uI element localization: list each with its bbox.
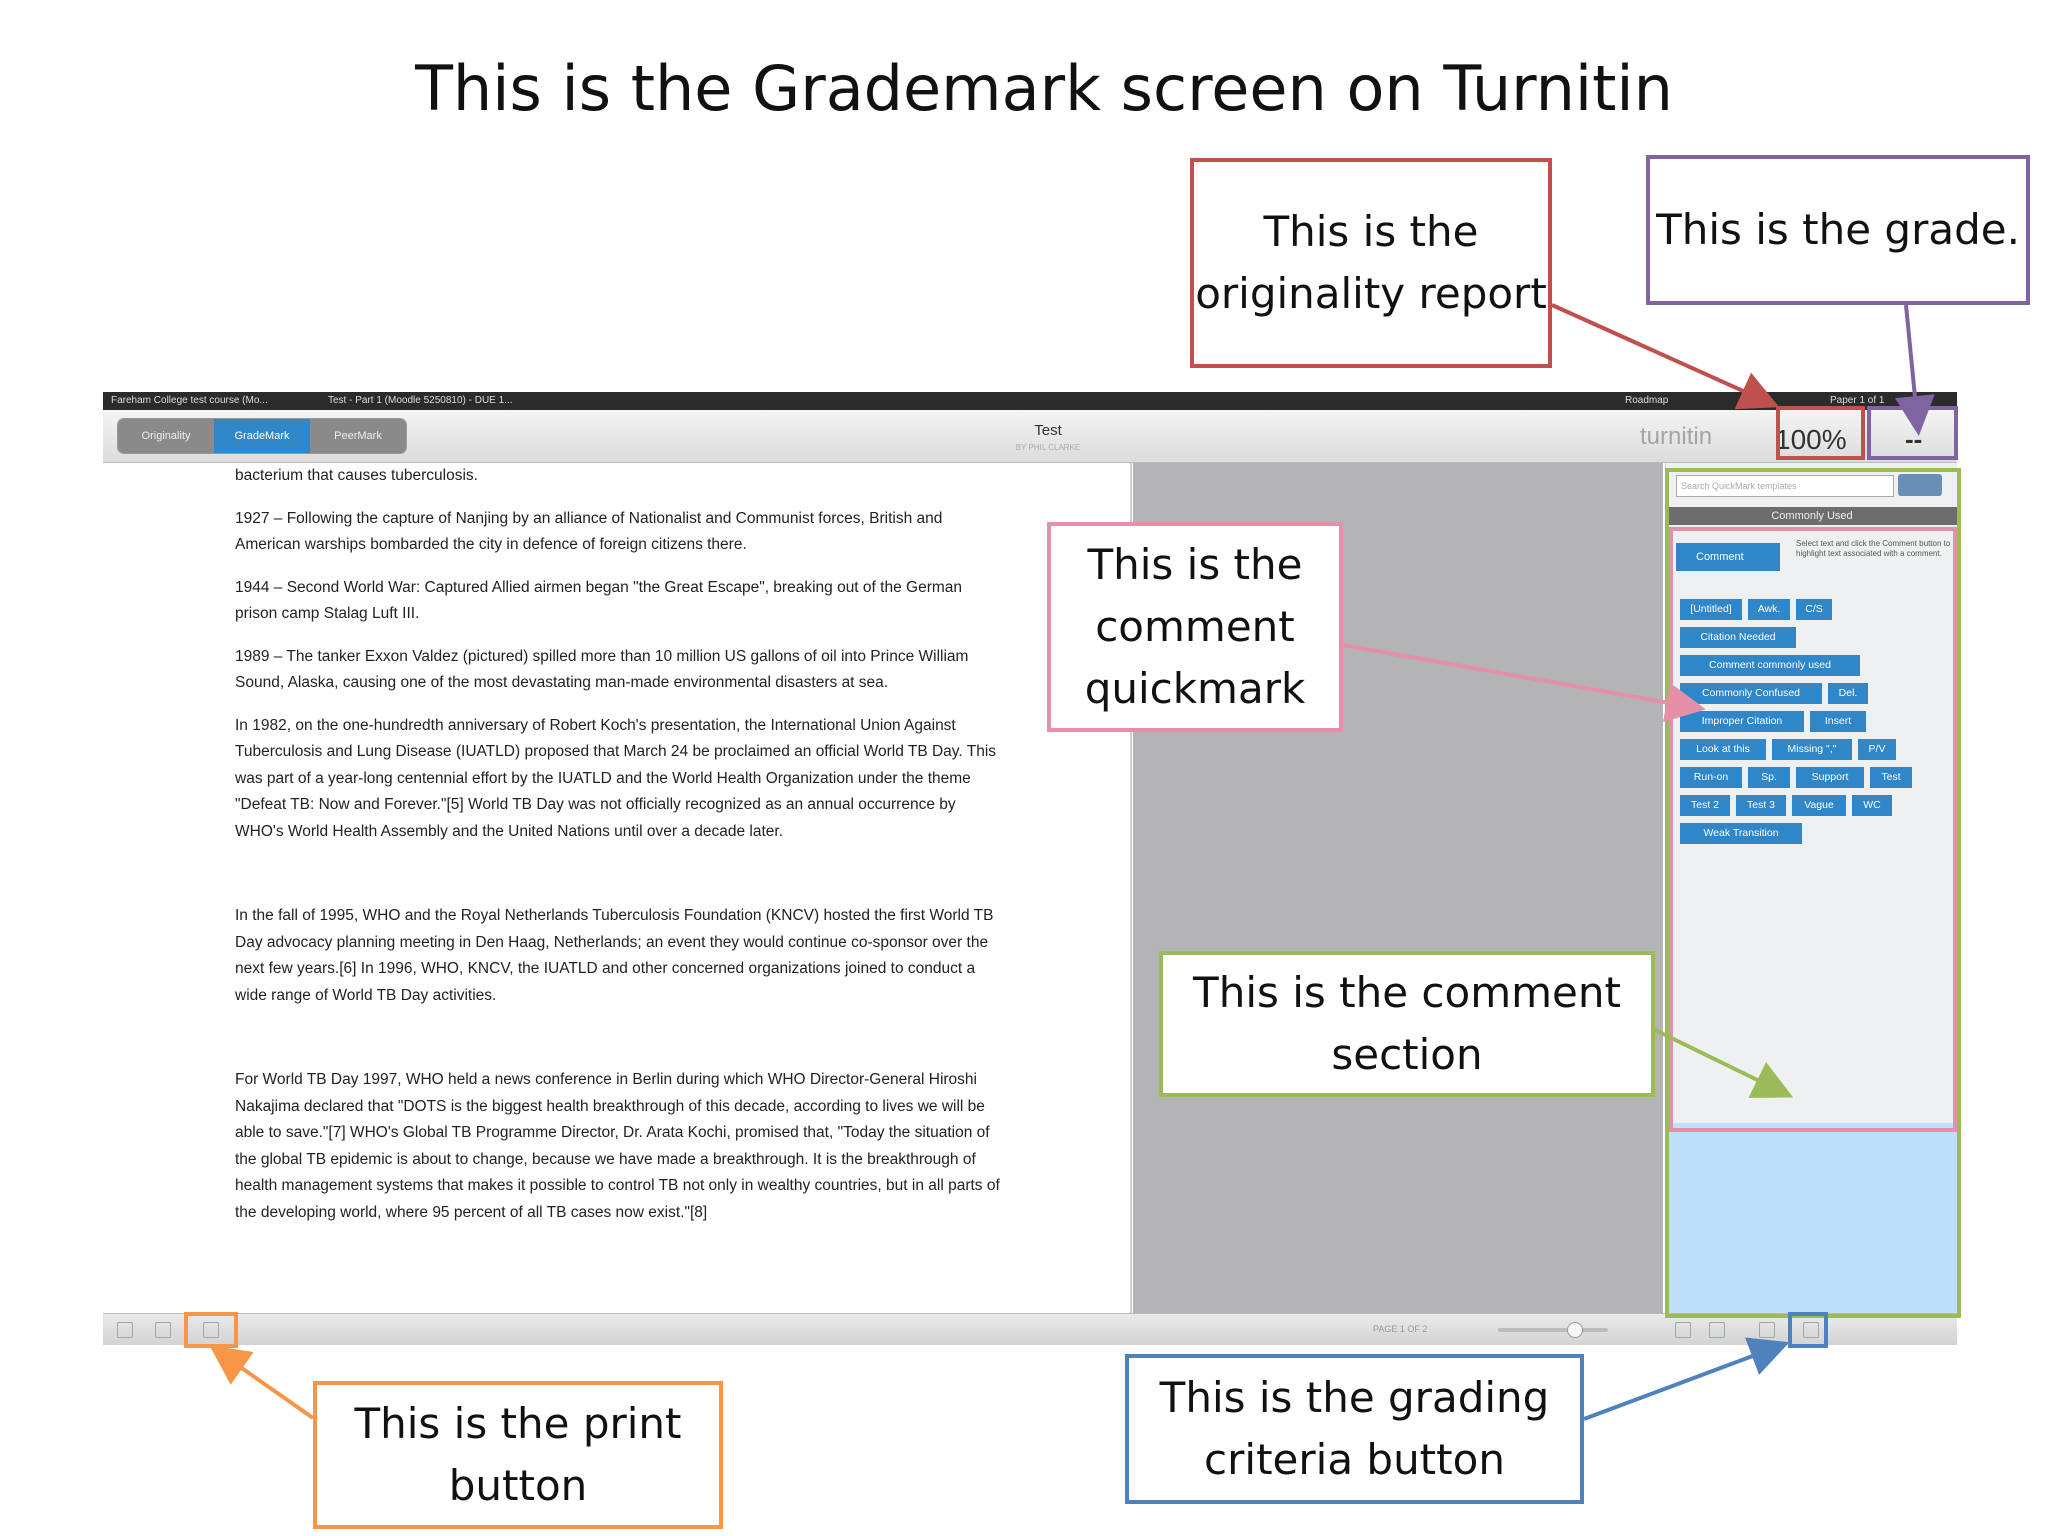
paragraph: For World TB Day 1997, WHO held a news c… xyxy=(235,1071,1000,1221)
top-nav-bar: Fareham College test course (Mo... Test … xyxy=(103,392,1957,410)
quickmark-sidebar: Search QuickMark templates Commonly Used… xyxy=(1665,463,1957,1313)
paragraph: 1989 – The tanker Exxon Valdez (pictured… xyxy=(235,647,969,692)
quickmark-support[interactable]: Support xyxy=(1796,767,1864,788)
zoom-slider-handle[interactable] xyxy=(1567,1322,1583,1338)
download-icon[interactable] xyxy=(155,1322,171,1338)
quickmark-untitled[interactable]: [Untitled] xyxy=(1680,599,1742,620)
originality-callout-text: This is the originality report xyxy=(1195,207,1547,318)
quickmark-del[interactable]: Del. xyxy=(1828,683,1868,704)
grade-callout: This is the grade. xyxy=(1646,155,2030,305)
arrow-comment-section xyxy=(1654,1028,1794,1098)
document-author: BY PHIL CLARKE xyxy=(1015,443,1081,452)
quickmark-run-on[interactable]: Run-on xyxy=(1680,767,1742,788)
quickmark-test-3[interactable]: Test 3 xyxy=(1736,795,1786,816)
quickmark-callout: This is the comment quickmark xyxy=(1047,522,1343,732)
quickmark-pv[interactable]: P/V xyxy=(1858,739,1896,760)
arrow-quickmark xyxy=(1342,643,1706,723)
grading-criteria-callout: This is the grading criteria button xyxy=(1125,1354,1584,1504)
paragraph: bacterium that causes tuberculosis. xyxy=(235,467,478,484)
paragraph: 1944 – Second World War: Captured Allied… xyxy=(235,578,963,623)
quickmark-vague[interactable]: Vague xyxy=(1792,795,1846,816)
quickmark-test-2[interactable]: Test 2 xyxy=(1680,795,1730,816)
paper-navigator[interactable]: Paper 1 of 1 xyxy=(1830,395,1885,406)
similarity-score-button[interactable]: 100% xyxy=(1775,424,1847,455)
quickmark-panel-icon[interactable] xyxy=(1675,1322,1691,1338)
arrow-grade xyxy=(1894,304,1935,436)
quickmark-look-at-this[interactable]: Look at this xyxy=(1680,739,1766,760)
print-callout-text: This is the print button xyxy=(354,1399,682,1510)
bottom-toolbar: PAGE 1 OF 2 xyxy=(103,1313,1957,1345)
paragraph: 1927 – Following the capture of Nanjing … xyxy=(235,509,943,554)
info-icon[interactable] xyxy=(117,1322,133,1338)
quickmark-search-button[interactable] xyxy=(1898,474,1942,496)
paragraph: In 1982, on the one-hundredth anniversar… xyxy=(235,716,997,840)
mode-peermark[interactable]: PeerMark xyxy=(310,419,406,453)
turnitin-logo: turnitin xyxy=(1640,423,1713,450)
quickmark-comment-commonly-used[interactable]: Comment commonly used xyxy=(1680,655,1860,676)
arrow-print xyxy=(209,1345,315,1420)
page-indicator: PAGE 1 OF 2 xyxy=(1373,1324,1428,1334)
quickmark-set-title[interactable]: Commonly Used xyxy=(1666,507,1957,525)
quickmark-sp[interactable]: Sp. xyxy=(1748,767,1790,788)
quickmark-improper-citation[interactable]: Improper Citation xyxy=(1680,711,1804,732)
print-callout: This is the print button xyxy=(313,1381,723,1529)
comment-section-callout-text: This is the comment section xyxy=(1193,968,1621,1079)
quickmark-highlight xyxy=(1669,527,1957,1132)
comment-section-panel[interactable] xyxy=(1666,1123,1957,1313)
paragraph: In the fall of 1995, WHO and the Royal N… xyxy=(235,907,994,1004)
general-comment-icon[interactable] xyxy=(1709,1322,1725,1338)
course-link[interactable]: Fareham College test course (Mo... xyxy=(111,395,268,406)
arrow-grading-criteria xyxy=(1583,1337,1790,1421)
quickmark-commonly-confused[interactable]: Commonly Confused xyxy=(1680,683,1822,704)
mode-originality[interactable]: Originality xyxy=(118,419,214,453)
quickmark-citation-needed[interactable]: Citation Needed xyxy=(1680,627,1796,648)
grading-criteria-highlight xyxy=(1788,1312,1828,1348)
quickmark-weak-transition[interactable]: Weak Transition xyxy=(1680,823,1802,844)
document-text: bacterium that causes tuberculosis. 1927… xyxy=(235,463,1005,1242)
print-icon[interactable] xyxy=(203,1322,219,1338)
document-title: Test xyxy=(1034,422,1062,439)
grade-callout-text: This is the grade. xyxy=(1656,205,2020,254)
roadmap-link[interactable]: Roadmap xyxy=(1625,395,1669,406)
grademark-screenshot: Fareham College test course (Mo... Test … xyxy=(103,392,1957,1345)
quickmark-insert[interactable]: Insert xyxy=(1810,711,1866,732)
assignment-link[interactable]: Test - Part 1 (Moodle 5250810) - DUE 1..… xyxy=(328,395,513,406)
mode-switcher: Originality GradeMark PeerMark xyxy=(118,419,406,453)
quickmark-wc[interactable]: WC xyxy=(1852,795,1892,816)
rubric-grid-icon[interactable] xyxy=(1803,1322,1819,1338)
originality-highlight xyxy=(1776,406,1865,460)
quickmark-test[interactable]: Test xyxy=(1870,767,1912,788)
zoom-slider[interactable] xyxy=(1498,1328,1608,1332)
comment-button[interactable]: Comment xyxy=(1676,543,1780,571)
slide-title: This is the Grademark screen on Turnitin xyxy=(415,52,1673,125)
grading-criteria-callout-text: This is the grading criteria button xyxy=(1159,1373,1550,1484)
quickmark-awk[interactable]: Awk. xyxy=(1748,599,1790,620)
document-page: bacterium that causes tuberculosis. 1927… xyxy=(103,463,1132,1313)
comment-section-callout: This is the comment section xyxy=(1159,951,1655,1097)
toolbar: Originality GradeMark PeerMark Test BY P… xyxy=(103,410,1957,463)
arrow-originality xyxy=(1551,303,1780,410)
sidebar-highlight xyxy=(1665,468,1961,1318)
comment-help-text: Select text and click the Comment button… xyxy=(1796,539,1951,558)
quickmark-missing-comma[interactable]: Missing "," xyxy=(1772,739,1852,760)
originality-callout: This is the originality report xyxy=(1190,158,1552,368)
quickmark-callout-text: This is the comment quickmark xyxy=(1084,540,1306,713)
quickmark-search-input[interactable]: Search QuickMark templates xyxy=(1676,475,1894,497)
mode-grademark[interactable]: GradeMark xyxy=(214,419,310,453)
quickmark-cs[interactable]: C/S xyxy=(1796,599,1832,620)
